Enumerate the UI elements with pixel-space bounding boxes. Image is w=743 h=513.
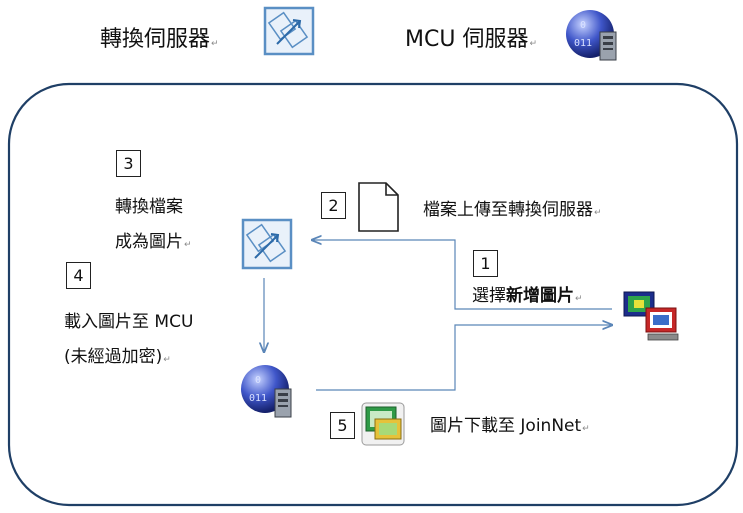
- step-1-number: 1: [473, 250, 498, 277]
- mcu-server-icon: 0 011: [566, 8, 626, 68]
- svg-text:011: 011: [249, 393, 267, 404]
- mcu-server-node-icon: 0 011: [241, 363, 301, 425]
- step-4-line2: (未經過加密)↵: [64, 347, 171, 367]
- step-3-number: 3: [116, 150, 141, 177]
- step-5-number: 5: [330, 412, 355, 439]
- conversion-server-node-icon: [241, 218, 293, 274]
- svg-text:0: 0: [580, 20, 586, 31]
- conversion-server-icon: [263, 6, 315, 60]
- step-4-line1: 載入圖片至 MCU: [64, 312, 194, 332]
- step-2-number: 2: [321, 192, 346, 219]
- svg-text:011: 011: [574, 38, 592, 49]
- client-computer-icon: [622, 288, 684, 348]
- step-3-line1: 轉換檔案: [115, 197, 183, 217]
- joinnet-icon: [361, 402, 405, 450]
- legend-mcu-server-label: MCU 伺服器↵: [405, 27, 537, 52]
- step-1-text: 選擇新增圖片↵: [472, 286, 583, 306]
- step-5-text: 圖片下載至 JoinNet↵: [430, 416, 590, 436]
- step-2-text: 檔案上傳至轉換伺服器↵: [423, 200, 602, 220]
- download-arrow: [316, 325, 612, 391]
- system-boundary: [7, 82, 739, 507]
- upload-arrow: [312, 240, 612, 310]
- step-3-line2: 成為圖片↵: [115, 232, 192, 252]
- legend-conversion-server-label: 轉換伺服器↵: [100, 27, 219, 52]
- step-4-number: 4: [66, 262, 91, 289]
- document-icon: [356, 181, 402, 237]
- svg-text:0: 0: [255, 375, 261, 386]
